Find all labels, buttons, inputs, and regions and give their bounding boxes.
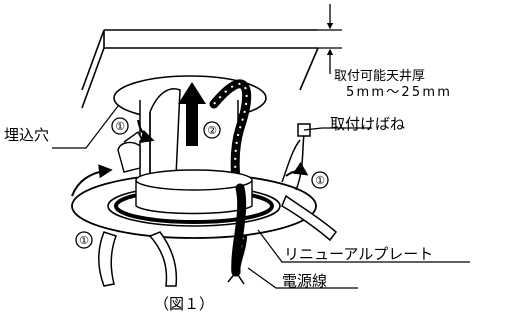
step-marker-circles [75, 117, 329, 249]
thickness-dimension [318, 4, 342, 74]
left-mounting-spring [98, 231, 178, 287]
mounting-spring-label: 取付けばね [330, 115, 406, 133]
rotation-arrows [71, 119, 309, 197]
step-marker-numbers: ① ② ① ① [79, 120, 325, 247]
ceiling-thickness-title: 取付可能天井厚 [334, 69, 426, 84]
figure-caption: （図１） [154, 295, 215, 313]
renewal-plate-label: リニューアルプレート [284, 245, 434, 263]
step-marker-1c: ① [79, 234, 89, 247]
embedding-hole-label: 埋込穴 [4, 126, 50, 144]
leader-lines [52, 105, 470, 289]
step-marker-1a: ① [115, 120, 125, 133]
step-marker-2: ② [207, 124, 217, 137]
fixture-lower-body [135, 169, 253, 215]
right-mounting-spring [281, 123, 338, 242]
clip-spring-bracket [117, 130, 143, 173]
lift-arrow [178, 82, 206, 146]
ceiling-board [81, 29, 319, 109]
power-wire-label: 電源線 [282, 272, 328, 290]
step-marker-1b: ① [315, 174, 325, 187]
ceiling-thickness-range: 5mm〜25mm [346, 85, 453, 100]
